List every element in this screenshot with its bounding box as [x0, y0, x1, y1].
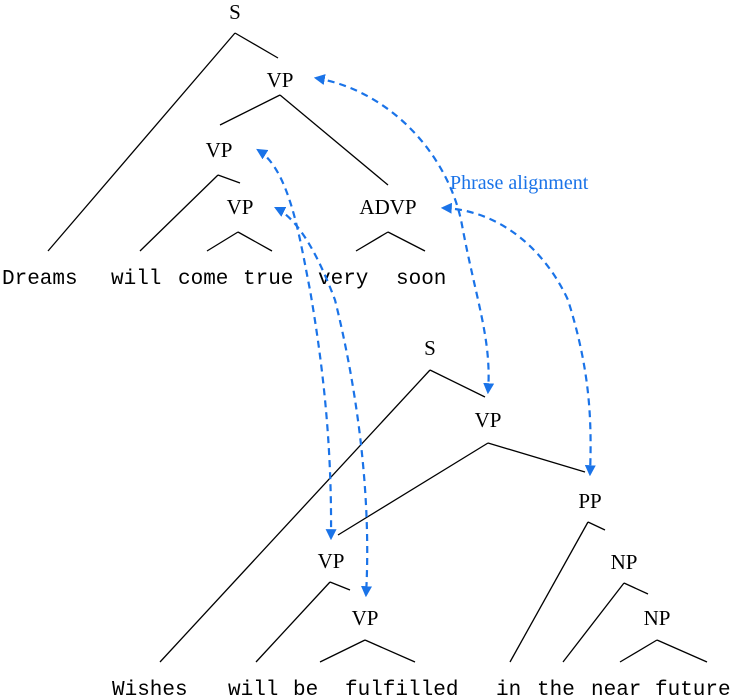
- bottom-vp-leaf-node: VP: [352, 606, 379, 630]
- bottom-word-the: the: [537, 679, 575, 699]
- alignment-arrow-vp-inner: [256, 148, 337, 541]
- top-vp-node: VP: [267, 68, 294, 92]
- bottom-word-be: be: [293, 679, 318, 699]
- alignment-arrow-vp-leaf: [274, 207, 372, 598]
- bottom-vp-node: VP: [475, 408, 502, 432]
- bottom-word-future: future: [655, 679, 731, 699]
- bottom-word-wishes: Wishes: [112, 679, 188, 699]
- top-advp-node: ADVP: [359, 195, 416, 219]
- top-vp-leaf-node: VP: [227, 195, 254, 219]
- bottom-np-inner-node: NP: [644, 606, 671, 630]
- top-s-node: S: [229, 0, 241, 24]
- alignment-arrows: [256, 74, 596, 598]
- bottom-word-in: in: [496, 679, 521, 699]
- top-word-will: will: [111, 268, 161, 291]
- bottom-word-will: will: [228, 679, 278, 699]
- bottom-vp-inner-node: VP: [318, 549, 345, 573]
- bottom-word-near: near: [591, 679, 641, 699]
- top-vp-inner-node: VP: [206, 138, 233, 162]
- top-word-very: very: [318, 268, 368, 291]
- top-word-dreams: Dreams: [2, 268, 78, 291]
- bottom-s-node: S: [424, 336, 436, 360]
- top-word-come: come: [178, 268, 228, 291]
- alignment-legend-label: Phrase alignment: [450, 172, 589, 194]
- bottom-word-fulfilled: fulfilled: [345, 679, 458, 699]
- bottom-pp-node: PP: [578, 489, 601, 513]
- top-word-soon: soon: [396, 268, 446, 291]
- bottom-tree-edges: [159, 369, 708, 663]
- bottom-np-node: NP: [611, 550, 638, 574]
- alignment-arrow-vp-vp: [313, 74, 495, 395]
- top-word-true: true: [243, 268, 293, 291]
- alignment-arrow-advp-pp: [440, 202, 596, 477]
